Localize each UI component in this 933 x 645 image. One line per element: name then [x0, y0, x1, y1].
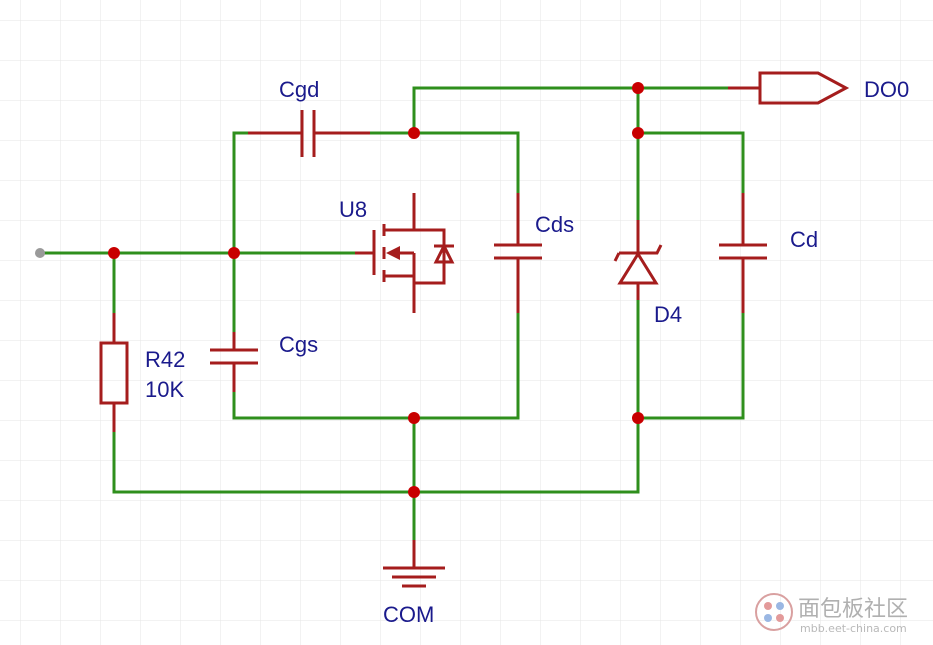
label-d4: D4 [654, 302, 682, 327]
label-r42-value: 10K [145, 377, 184, 402]
junction-dot [408, 127, 420, 139]
label-cgd: Cgd [279, 77, 319, 102]
wire-source-rail [232, 390, 520, 420]
junction-dot [228, 247, 240, 259]
junction-dot [632, 412, 644, 424]
zener-diode-d4[interactable] [613, 220, 663, 300]
capacitor-cd[interactable] [719, 193, 767, 313]
label-r42-ref: R42 [145, 347, 185, 372]
watermark-url: mbb.eet-china.com [800, 622, 907, 635]
wire-drain-out [412, 86, 730, 135]
watermark-logo-icon [755, 593, 793, 631]
label-cd: Cd [790, 227, 818, 252]
junction-dot [632, 127, 644, 139]
watermark: 面包板社区 mbb.eet-china.com [755, 593, 908, 635]
capacitor-cgs[interactable] [210, 332, 258, 392]
wire-cd-top [636, 131, 745, 195]
wires [38, 86, 745, 542]
wire-bottom-rail [112, 430, 640, 494]
label-do0: DO0 [864, 77, 909, 102]
mosfet-u8[interactable] [355, 193, 455, 313]
capacitor-cds[interactable] [494, 193, 542, 313]
watermark-title: 面包板社区 [798, 597, 908, 622]
body-diode-icon [433, 242, 455, 264]
junction-dot [408, 486, 420, 498]
label-cgs: Cgs [279, 332, 318, 357]
ground-com[interactable] [383, 540, 445, 588]
label-u8: U8 [339, 197, 367, 222]
capacitor-cgd[interactable] [248, 110, 370, 157]
label-cds: Cds [535, 212, 574, 237]
junction-dot [632, 82, 644, 94]
junctions [108, 82, 644, 498]
junction-dot [108, 247, 120, 259]
output-port-do0[interactable] [728, 71, 850, 105]
resistor-r42[interactable] [99, 313, 129, 432]
junction-dot [408, 412, 420, 424]
label-com: COM [383, 602, 434, 627]
input-pin-icon[interactable] [35, 248, 45, 258]
wire-cd-bottom [636, 311, 745, 420]
